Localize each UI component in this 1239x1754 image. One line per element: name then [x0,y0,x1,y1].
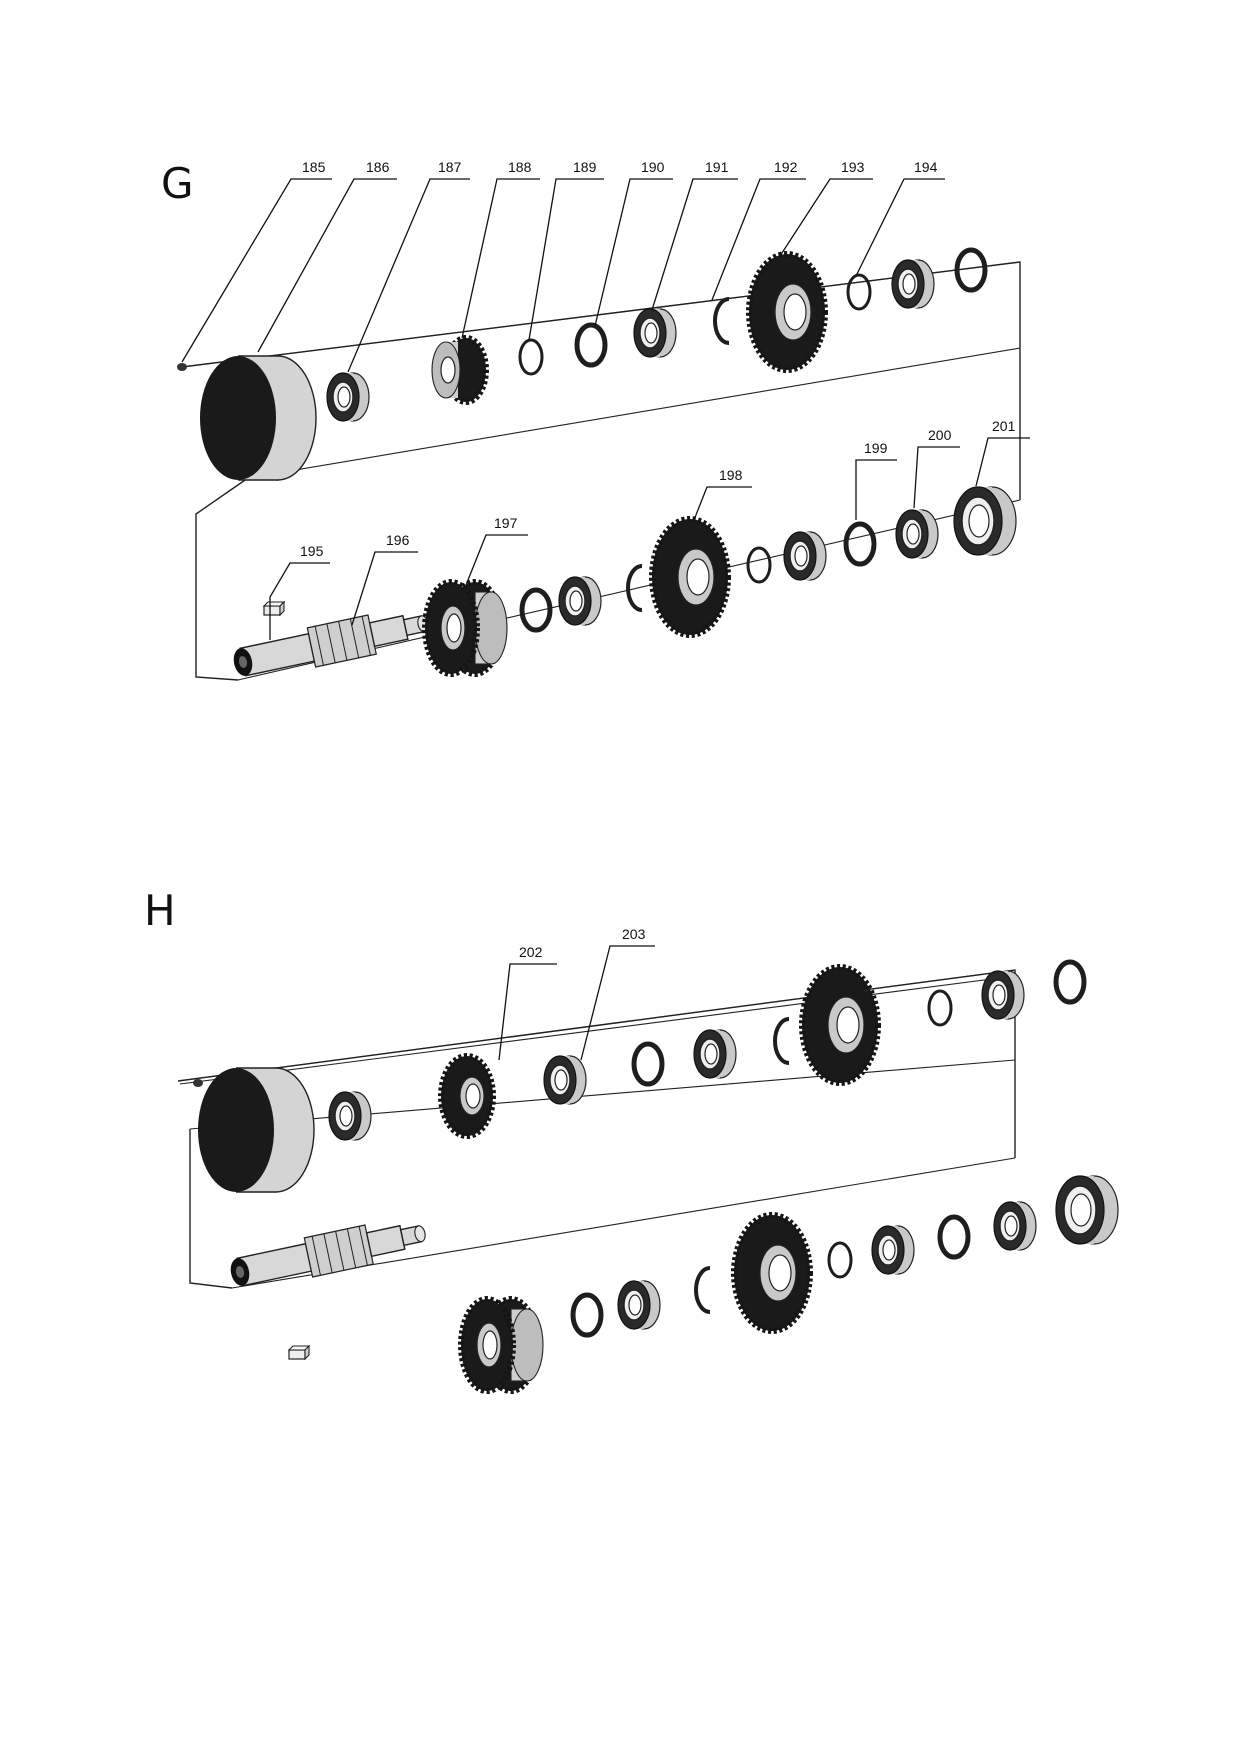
leader-201 [975,437,1030,487]
section-letter-g: G [161,159,194,208]
ring-lower-h [827,1241,853,1279]
ring-lower-g [746,546,772,584]
part-192-snap-ring [713,297,731,345]
washer-lower-h-1 [573,1295,601,1335]
leader-196 [351,551,418,626]
part-197-double-gear [425,582,507,674]
part-187-bearing [326,372,370,422]
snap-ring-upper-h [773,1017,791,1065]
bearing-upper-h-3 [981,970,1025,1020]
callout-203: 203 [622,926,646,942]
seal-upper-h [1056,962,1084,1002]
bearing-upper-h-1 [328,1091,372,1141]
leader-197 [465,534,528,586]
leader-200 [913,446,960,509]
leader-203 [580,945,655,1061]
callout-191: 191 [705,159,729,175]
bearing-lower-h-4 [1055,1175,1119,1245]
callout-201: 201 [992,418,1016,434]
frame-diagonal-h-lower [189,1059,1016,1130]
part-199-washer [846,524,874,564]
part-203-bearing [543,1055,587,1105]
bearing-lower-g-2 [783,531,827,581]
callout-188: 188 [508,159,532,175]
leader-185 [181,178,332,363]
drum-h [197,1067,315,1193]
leader-186 [257,178,397,353]
callout-200: 200 [928,427,952,443]
bearing-upper-h-2 [693,1029,737,1079]
part-188-gear [431,335,489,405]
callout-196: 196 [386,532,410,548]
washer-upper-h [634,1044,662,1084]
part-196-shaft [229,602,433,685]
double-gear-h [461,1299,543,1391]
section-letter-h: H [144,886,176,935]
part-195-key [263,601,285,616]
callout-198: 198 [719,467,743,483]
callout-202: 202 [519,944,543,960]
shaft-h [226,1212,430,1295]
part-198-gear [652,519,728,635]
bearing-upper-g [891,259,935,309]
axis-upper-h [179,975,1016,1085]
part-201-bearing [953,486,1017,556]
snap-ring-lower-h [694,1266,712,1314]
callout-185: 185 [302,159,326,175]
part-191-bearing [633,308,677,358]
part-202-gear [441,1056,493,1136]
callout-194: 194 [914,159,938,175]
part-194-ring [846,273,872,311]
part-193-gear [749,254,825,370]
bearing-lower-h-1 [617,1280,661,1330]
leader-194 [855,178,945,277]
callout-186: 186 [366,159,390,175]
axis-upper-g [181,261,1021,368]
leader-198 [693,486,752,521]
frame-diagonal-h-upper [177,969,1016,1082]
callout-195: 195 [300,543,324,559]
callout-193: 193 [841,159,865,175]
key-h [288,1345,310,1360]
bearing-lower-h-3 [993,1201,1037,1251]
pin-h [193,1079,203,1087]
callout-192: 192 [774,159,798,175]
part-189-ring [518,338,544,376]
washer-lower-g-1 [522,590,550,630]
callout-197: 197 [494,515,518,531]
leader-202 [498,963,557,1061]
leader-187 [347,178,470,373]
bearing-lower-g-1 [558,576,602,626]
leader-191 [651,178,738,311]
leader-188 [461,178,540,339]
callout-199: 199 [864,440,888,456]
gear-lower-h [734,1215,810,1331]
callout-190: 190 [641,159,665,175]
part-200-bearing [895,509,939,559]
section-h: H 20 [144,886,1119,1391]
part-190-washer [577,325,605,365]
gear-upper-h [802,967,878,1083]
ring-upper-h [927,989,953,1027]
section-g: G [161,159,1030,685]
part-185-pin [177,363,187,371]
leader-199 [855,459,897,520]
leader-192 [711,178,806,301]
leader-190 [594,178,673,327]
part-186-drum [199,355,317,481]
assembly-outline-g [181,261,1021,681]
frame-diagonal-g [247,347,1021,479]
leader-189 [528,178,604,341]
callout-187: 187 [438,159,462,175]
washer-lower-h-2 [940,1217,968,1257]
leader-195 [269,562,330,640]
bearing-lower-h-2 [871,1225,915,1275]
leader-193 [779,178,873,257]
callout-189: 189 [573,159,597,175]
